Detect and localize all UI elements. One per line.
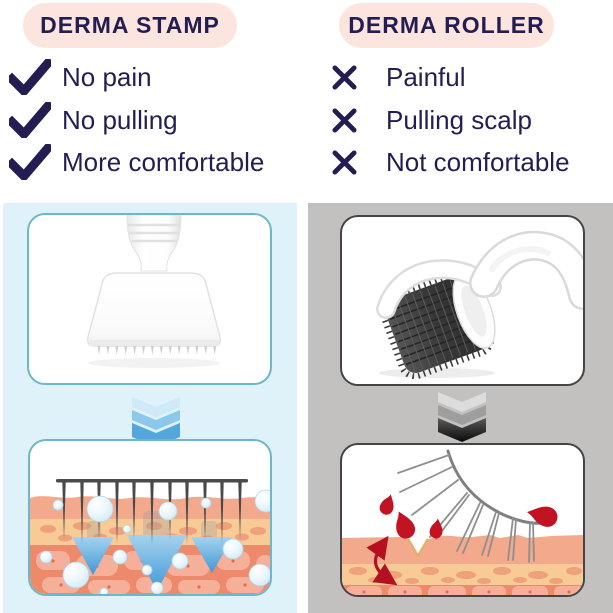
- derma-roller-device-card: [340, 215, 585, 386]
- roller-skin-cross-section-illustration: [342, 449, 583, 595]
- derma-stamp-skin-card: [28, 439, 272, 596]
- derma-stamp-device-card: [27, 213, 272, 385]
- derma-stamp-panel: [3, 203, 297, 613]
- check-icon: [6, 59, 54, 95]
- stamp-benefit-label: No pain: [62, 61, 152, 92]
- roller-drawback-row: Pulling scalp: [330, 100, 532, 140]
- roller-drawback-label: Painful: [386, 61, 466, 92]
- derma-stamp-title: DERMA STAMP: [23, 3, 237, 48]
- derma-stamp-illustration: [86, 215, 222, 368]
- check-icon: [6, 144, 54, 180]
- roller-drawback-row: Not comfortable: [330, 142, 570, 182]
- stamp-benefit-label: No pulling: [62, 104, 178, 135]
- stamp-benefit-row: More comfortable: [6, 142, 264, 182]
- stamp-benefit-row: No pulling: [6, 100, 178, 140]
- derma-roller-panel: [308, 203, 613, 613]
- derma-roller-illustration: [376, 230, 583, 380]
- down-chevron-icon: [438, 392, 486, 442]
- stamp-benefit-row: No pain: [6, 57, 152, 97]
- roller-drawback-label: Not comfortable: [386, 146, 570, 177]
- x-icon: [330, 149, 358, 175]
- check-icon: [6, 102, 54, 138]
- x-icon: [330, 64, 358, 90]
- stamp-benefit-label: More comfortable: [62, 146, 265, 177]
- roller-drawback-label: Pulling scalp: [386, 104, 532, 135]
- roller-drawback-row: Painful: [330, 57, 466, 97]
- x-icon: [330, 107, 358, 133]
- down-chevron-icon: [132, 397, 180, 447]
- stamp-skin-cross-section-illustration: [30, 479, 270, 594]
- derma-roller-skin-card: [340, 443, 585, 597]
- derma-roller-title: DERMA ROLLER: [339, 3, 554, 48]
